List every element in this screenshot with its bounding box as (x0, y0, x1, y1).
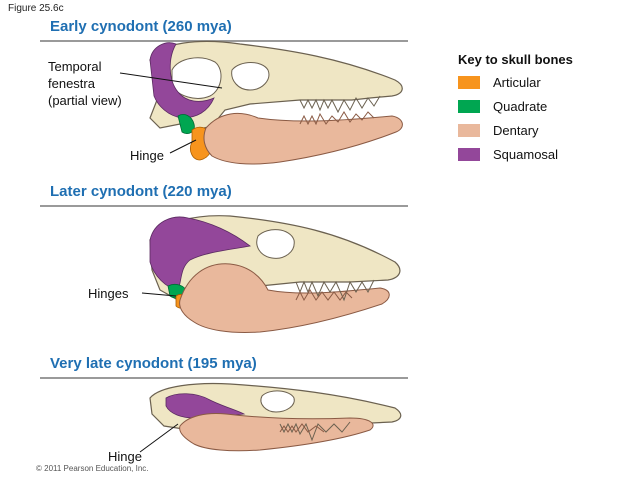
panel-divider-very-late (40, 377, 408, 379)
early-dentary (203, 112, 403, 165)
hinge-label-very-late: Hinge (108, 449, 142, 464)
squamosal-swatch (458, 147, 480, 161)
figure-label: Figure 25.6c (8, 3, 64, 14)
key-item-quadrate: Quadrate (458, 98, 547, 114)
temporal-fenestra-label: Temporal fenestra (partial view) (48, 58, 122, 109)
copyright-notice: © 2011 Pearson Education, Inc. (36, 464, 149, 473)
panel-title-later: Later cynodont (220 mya) (50, 183, 232, 200)
very-late-cynodont-skull (139, 382, 402, 453)
panel-title-early: Early cynodont (260 mya) (50, 18, 232, 35)
articular-swatch (458, 75, 480, 89)
very-late-squamosal (165, 393, 246, 419)
very-late-orbit (260, 390, 295, 413)
early-quadrate (177, 114, 195, 134)
key-item-articular: Articular (458, 74, 541, 90)
temporal-fenestra-label-line2: fenestra (48, 76, 95, 91)
key-label-articular: Articular (493, 74, 541, 90)
hinge-leader-line-very-late (139, 423, 179, 453)
later-lower-teeth (295, 289, 353, 302)
key-item-dentary: Dentary (458, 122, 539, 138)
panel-title-very-late: Very late cynodont (195 mya) (50, 355, 257, 372)
early-lower-teeth (299, 111, 375, 126)
very-late-upper-teeth (279, 421, 351, 442)
early-upper-teeth (299, 95, 381, 114)
key-title: Key to skull bones (458, 52, 573, 67)
hinges-label-later: Hinges (88, 286, 129, 301)
fenestra-leader-line (119, 72, 223, 89)
panel-divider-early (40, 40, 408, 42)
temporal-fenestra-label-line3: (partial view) (48, 93, 122, 108)
hinge-leader-line-early (169, 139, 197, 154)
early-cynodont-skull (119, 40, 403, 165)
very-late-dentary (179, 413, 374, 452)
very-late-lower-teeth (279, 423, 325, 433)
later-cynodont-skull (141, 215, 401, 333)
later-upper-teeth (295, 279, 375, 302)
quadrate-swatch (458, 99, 480, 113)
early-squamosal (149, 42, 215, 119)
temporal-fenestra-label-line1: Temporal (48, 59, 102, 74)
key-label-dentary: Dentary (493, 122, 539, 138)
key-item-squamosal: Squamosal (458, 146, 558, 162)
hinge-label-early: Hinge (130, 148, 164, 163)
key-label-squamosal: Squamosal (493, 146, 559, 162)
later-dentary (179, 263, 390, 333)
later-orbit (256, 229, 295, 259)
dentary-swatch (458, 123, 480, 137)
early-orbit (231, 62, 270, 91)
early-fenestra-opening (171, 57, 222, 99)
hinges-leader-line (141, 292, 177, 297)
key-label-quadrate: Quadrate (493, 98, 548, 114)
panel-divider-later (40, 205, 408, 207)
